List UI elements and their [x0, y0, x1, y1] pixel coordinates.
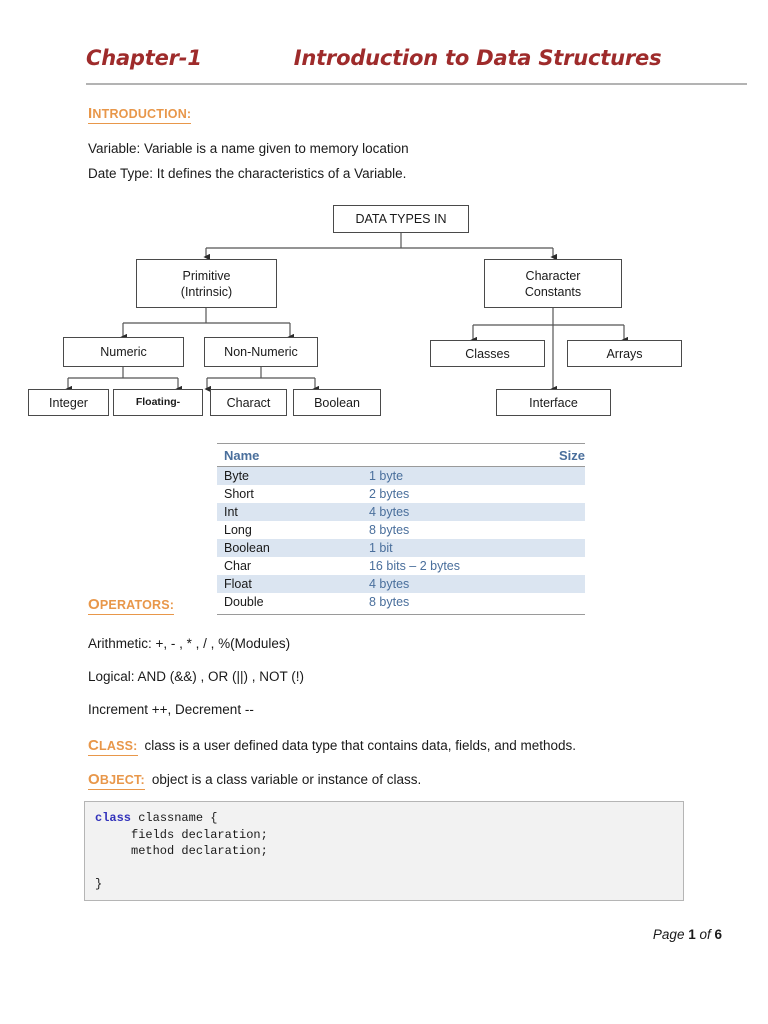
heading-capital: O: [88, 771, 100, 788]
tree-node-integer: Integer: [28, 389, 109, 416]
table-row: Float 4 bytes: [217, 575, 585, 593]
cell-size: 8 bytes: [368, 523, 410, 537]
heading-smallcaps: BJECT:: [99, 773, 145, 787]
paragraph-logical-operators: Logical: AND (&&) , OR (||) , NOT (!): [88, 669, 305, 684]
code-signature: classname {: [131, 811, 218, 825]
table-top-rule: [217, 443, 585, 447]
paragraph-variable: Variable: Variable is a name given to me…: [88, 141, 409, 156]
heading-capital: I: [88, 105, 93, 122]
paragraph-increment-operators: Increment ++, Decrement --: [88, 702, 254, 717]
heading-smallcaps: NTRODUCTION:: [92, 107, 192, 121]
definition-object: OBJECT: object is a class variable or in…: [88, 771, 422, 791]
table-bottom-rule: [217, 611, 585, 615]
tree-node-floating: Floating-: [113, 389, 203, 416]
code-keyword: class: [95, 811, 132, 825]
paragraph-datatype: Date Type: It defines the characteristic…: [88, 166, 407, 181]
tree-node-classes: Classes: [430, 340, 545, 367]
footer-middle: of: [695, 927, 715, 942]
table-header-row: Name Size: [217, 447, 585, 467]
tree-node-interface: Interface: [496, 389, 611, 416]
section-heading-object: OBJECT:: [88, 771, 145, 791]
table-row: Int 4 bytes: [217, 503, 585, 521]
code-block-class-syntax: class classname { fields declaration; me…: [84, 801, 684, 901]
page-footer: Page 1 of 6: [653, 927, 722, 942]
section-heading-introduction: INTRODUCTION:: [88, 105, 192, 125]
cell-name: Byte: [217, 466, 369, 485]
tree-node-numeric: Numeric: [63, 337, 184, 367]
cell-name: Boolean: [217, 539, 369, 557]
heading-smallcaps: PERATORS:: [99, 598, 175, 612]
table-row: Short 2 bytes: [217, 485, 585, 503]
cell-size: 8 bytes: [368, 595, 410, 609]
column-header-name: Name: [217, 447, 369, 467]
header-divider: [86, 83, 747, 85]
cell-name: Float: [217, 575, 369, 593]
table-row: Boolean 1 bit: [217, 539, 585, 557]
definition-class-text: class is a user defined data type that c…: [144, 738, 577, 753]
tree-connector-lines: [65, 231, 628, 393]
cell-name: Char: [224, 559, 252, 573]
cell-name: Short: [224, 487, 254, 501]
definition-class: CLASS: class is a user defined data type…: [88, 737, 577, 757]
column-header-size: Size: [368, 447, 585, 467]
tree-node-root: DATA TYPES IN: [333, 205, 469, 233]
tree-node-primitive: Primitive (Intrinsic): [136, 259, 277, 308]
cell-size: 2 bytes: [368, 487, 410, 501]
section-heading-operators: OPERATORS:: [88, 596, 175, 616]
section-heading-class: CLASS:: [88, 737, 138, 757]
cell-size: 4 bytes: [368, 503, 585, 521]
heading-capital: C: [88, 737, 100, 754]
definition-object-text: object is a class variable or instance o…: [151, 772, 422, 787]
code-body: fields declaration; method declaration; …: [95, 827, 268, 892]
cell-size: 16 bits – 2 bytes: [368, 559, 461, 573]
table-row: Char 16 bits – 2 bytes: [217, 557, 585, 575]
data-type-size-table: Name Size Byte 1 byte Short 2 bytes Int …: [217, 443, 585, 615]
data-types-tree-diagram: DATA TYPES IN Primitive (Intrinsic) Char…: [0, 195, 768, 430]
paragraph-arithmetic-operators: Arithmetic: +, - , * , / , %(Modules): [88, 636, 291, 651]
cell-name: Long: [224, 523, 252, 537]
tree-node-character-constants: Character Constants: [484, 259, 622, 308]
tree-node-non-numeric: Non-Numeric: [204, 337, 318, 367]
footer-current-page: 1: [688, 927, 696, 942]
cell-size: 1 bit: [368, 539, 585, 557]
heading-smallcaps: LASS:: [99, 739, 138, 753]
footer-prefix: Page: [652, 927, 689, 942]
cell-size: 1 byte: [368, 466, 585, 485]
page-title: Introduction to Data Structures: [293, 46, 662, 70]
cell-name: Int: [217, 503, 369, 521]
cell-name: Double: [224, 595, 264, 609]
chapter-label: Chapter-1: [86, 46, 202, 70]
table-row: Byte 1 byte: [217, 466, 585, 485]
footer-total-pages: 6: [714, 927, 722, 942]
heading-capital: O: [88, 596, 100, 613]
table-row: Double 8 bytes: [217, 593, 585, 611]
cell-size: 4 bytes: [368, 575, 585, 593]
table-row: Long 8 bytes: [217, 521, 585, 539]
tree-node-arrays: Arrays: [567, 340, 682, 367]
tree-node-charact: Charact: [210, 389, 287, 416]
document-header: Chapter-1 Introduction to Data Structure…: [86, 46, 746, 70]
tree-node-boolean: Boolean: [293, 389, 381, 416]
